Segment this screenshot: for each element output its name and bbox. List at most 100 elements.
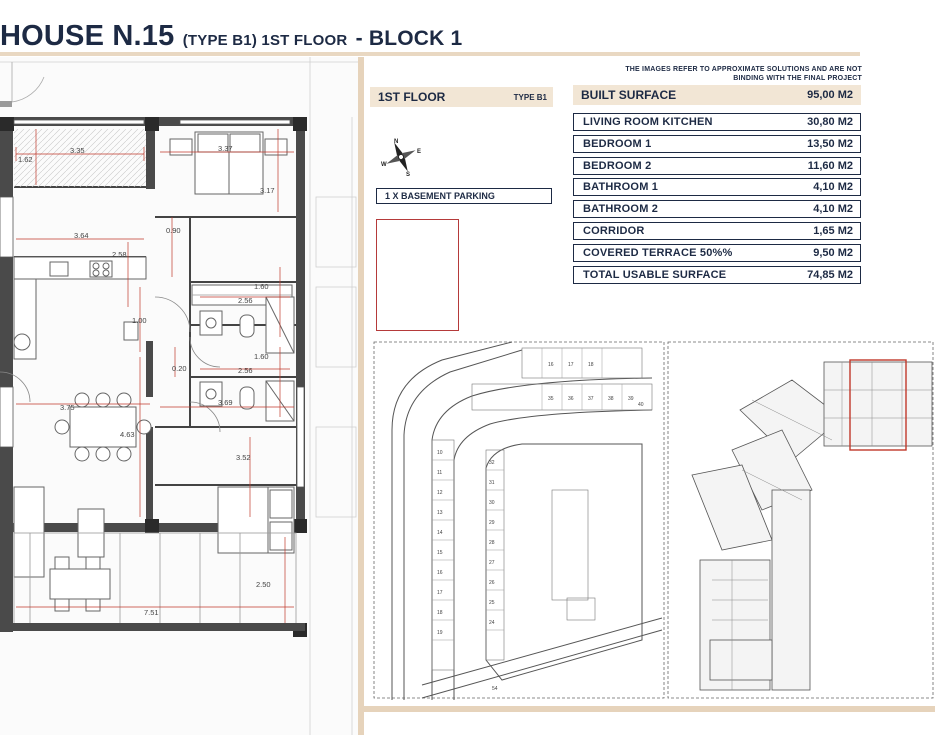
parking-number: 40 — [638, 402, 644, 408]
parking-number: 32 — [489, 460, 495, 466]
dim-label: 0.90 — [166, 226, 181, 235]
parking-number: 13 — [437, 510, 443, 516]
parking-number: 31 — [489, 480, 495, 486]
parking-number: 17 — [568, 362, 574, 368]
disclaimer-line-2: BINDING WITH THE FINAL PROJECT — [733, 75, 862, 82]
parking-number: 30 — [489, 500, 495, 506]
surface-name: CORRIDOR — [583, 224, 645, 237]
floor-type: TYPE B1 — [513, 93, 547, 102]
parking-number: 15 — [437, 550, 443, 556]
parking-number: 27 — [489, 560, 495, 566]
surface-value: 30,80 M2 — [807, 116, 853, 128]
parking-number: 36 — [568, 396, 574, 402]
dim-label: 3.75 — [60, 403, 75, 412]
parking-number: 16 — [437, 570, 443, 576]
dim-label: 1.60 — [254, 282, 269, 291]
parking-number: 12 — [437, 490, 443, 496]
surface-value: 4,10 M2 — [813, 203, 853, 216]
dim-label: 2.56 — [238, 366, 253, 375]
parking-number: 11 — [437, 470, 442, 476]
floor-label: 1ST FLOOR — [378, 90, 446, 104]
parking-number: 19 — [437, 630, 443, 636]
table-row: LIVING ROOM KITCHEN 30,80 M2 — [573, 113, 861, 131]
dim-label: 3.52 — [236, 453, 251, 462]
title-type: (TYPE B1) 1ST FLOOR — [182, 32, 348, 49]
surface-name: BATHROOM 2 — [583, 203, 659, 216]
table-row: BATHROOM 1 4,10 M2 — [573, 178, 861, 197]
surface-value: 11,60 M2 — [807, 159, 853, 172]
table-row: COVERED TERRACE 50%% 9,50 M2 — [573, 243, 861, 262]
parking-number: 14 — [437, 530, 443, 536]
surface-value: 4,10 M2 — [813, 181, 853, 194]
compass-w: W — [381, 162, 387, 168]
table-row: BATHROOM 2 4,10 M2 — [573, 200, 861, 219]
dim-label: 2.50 — [256, 580, 271, 589]
disclaimer-line-1: THE IMAGES REFER TO APPROXIMATE SOLUTION… — [625, 66, 862, 73]
parking-number: 24 — [489, 620, 495, 626]
title-block: - BLOCK 1 — [355, 27, 463, 50]
compass-e: E — [417, 149, 421, 155]
dim-label: 2.58 — [112, 250, 127, 259]
parking-number: 25 — [489, 600, 495, 606]
dim-label: 3.17 — [260, 186, 275, 195]
table-row: CORRIDOR 1,65 M2 — [573, 221, 861, 240]
floor-plan-drawing: 3.35 1.62 3.37 3.17 3.64 2.58 0.90 1.60 … — [0, 57, 360, 735]
dim-label: 2.56 — [238, 296, 253, 305]
surface-name: BEDROOM 2 — [583, 159, 652, 172]
parking-number: 39 — [628, 396, 634, 402]
compass-s: S — [406, 172, 410, 178]
surface-name: BEDROOM 1 — [583, 137, 652, 150]
parking-number: 18 — [437, 610, 443, 616]
parking-number: 18 — [588, 362, 594, 368]
parking-number: 37 — [588, 396, 594, 402]
parking-number: 10 — [437, 450, 443, 456]
parking-number: 29 — [489, 520, 495, 526]
title-bar: HOUSE N.15 (TYPE B1) 1ST FLOOR - BLOCK 1 — [0, 0, 935, 60]
table-row: BEDROOM 1 13,50 M2 — [573, 134, 861, 153]
surface-value: 13,50 M2 — [807, 137, 853, 150]
dim-label: 1.62 — [18, 155, 33, 164]
surface-value: 9,50 M2 — [813, 246, 853, 259]
title-rule — [0, 52, 860, 56]
surface-value: 1,65 M2 — [813, 224, 853, 237]
dim-label: 1.60 — [254, 352, 269, 361]
dim-label: 3.37 — [218, 144, 233, 153]
compass-n: N — [394, 139, 398, 145]
site-plan-drawing: 10 11 12 13 14 15 16 17 18 19 32 31 30 2… — [373, 341, 934, 700]
built-surface-label: BUILT SURFACE — [581, 88, 677, 102]
dim-label: 7.51 — [144, 608, 159, 617]
parking-label: 1 X BASEMENT PARKING — [385, 191, 495, 201]
floor-plan-area: 3.35 1.62 3.37 3.17 3.64 2.58 0.90 1.60 … — [0, 57, 360, 735]
surface-name: TOTAL USABLE SURFACE — [583, 268, 727, 281]
surface-name: LIVING ROOM KITCHEN — [583, 116, 713, 128]
parking-number: 54 — [492, 686, 498, 692]
parking-number: 17 — [437, 590, 443, 596]
surface-name: BATHROOM 1 — [583, 181, 659, 194]
parking-number: 28 — [489, 540, 495, 546]
floor-box: 1ST FLOOR TYPE B1 — [370, 87, 553, 107]
title-house: HOUSE N.15 — [0, 20, 175, 52]
divider-vertical — [358, 57, 364, 735]
dim-label: 3.69 — [218, 398, 233, 407]
dim-label: 4.63 — [120, 430, 135, 439]
parking-number: 38 — [608, 396, 614, 402]
built-surface-box: BUILT SURFACE 95,00 M2 — [573, 85, 861, 105]
dim-label: 3.64 — [74, 231, 89, 240]
location-frame — [376, 219, 459, 331]
dim-label: 1.00 — [132, 316, 147, 325]
divider-bottom — [364, 706, 935, 712]
dim-label: 3.35 — [70, 146, 85, 155]
table-row: BEDROOM 2 11,60 M2 — [573, 156, 861, 175]
parking-number: 26 — [489, 580, 495, 586]
surfaces-table: LIVING ROOM KITCHEN 30,80 M2 BEDROOM 1 1… — [573, 113, 861, 287]
table-row-total: TOTAL USABLE SURFACE 74,85 M2 — [573, 265, 861, 284]
parking-box: 1 X BASEMENT PARKING — [376, 188, 552, 204]
disclaimer: THE IMAGES REFER TO APPROXIMATE SOLUTION… — [560, 65, 862, 83]
built-surface-value: 95,00 M2 — [807, 89, 853, 101]
surface-name: COVERED TERRACE 50%% — [583, 246, 733, 259]
surface-value: 74,85 M2 — [807, 268, 853, 281]
parking-number: 16 — [548, 362, 554, 368]
parking-number: 35 — [548, 396, 554, 402]
dim-label: 0.20 — [172, 364, 187, 373]
page-title: HOUSE N.15 (TYPE B1) 1ST FLOOR - BLOCK 1 — [0, 20, 462, 53]
